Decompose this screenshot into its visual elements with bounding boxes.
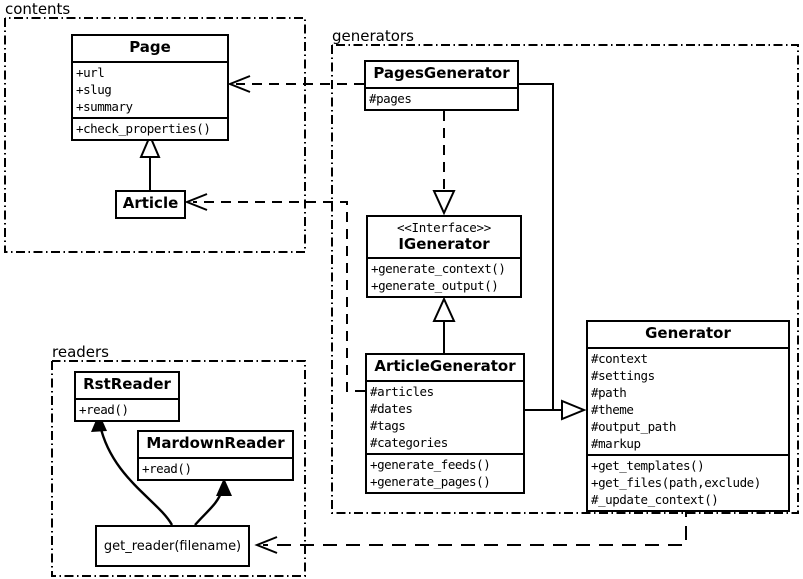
package-frame-generators — [331, 44, 799, 514]
operation: +check_properties() — [76, 120, 211, 136]
class-operations-page: +check_properties() — [73, 116, 227, 139]
relation-pagesgenerator-depends-page — [227, 75, 364, 93]
attribute: #theme — [591, 401, 634, 417]
attribute: +slug — [76, 81, 112, 97]
attribute: #dates — [370, 400, 413, 416]
operation: +get_files(path,exclude) — [591, 474, 761, 490]
class-name-article: Article — [122, 194, 179, 212]
class-box-generator[interactable]: Generator #context #settings #path #them… — [586, 320, 790, 512]
class-name-rstreader: RstReader — [83, 375, 171, 393]
class-box-pagesgenerator[interactable]: PagesGenerator #pages — [364, 60, 519, 111]
class-attributes-articlegenerator: #articles #dates #tags #categories — [367, 379, 523, 453]
class-box-page[interactable]: Page +url +slug +summary +check_properti… — [71, 34, 229, 141]
attribute: #tags — [370, 417, 406, 433]
class-attributes-generator: #context #settings #path #theme #output_… — [588, 346, 788, 454]
class-attributes-page: +url +slug +summary — [73, 60, 227, 117]
class-operations-igenerator: +generate_context() +generate_output() — [368, 257, 520, 296]
class-name-generator: Generator — [645, 324, 731, 342]
class-stereotype-igenerator: <<Interface>> — [397, 220, 491, 235]
operation: +generate_feeds() — [370, 456, 491, 472]
relation-articlegenerator-generalizes-igenerator — [432, 296, 456, 353]
class-name-igenerator: <<Interface>> IGenerator — [368, 217, 520, 257]
class-box-mardownreader[interactable]: MardownReader +read() — [137, 430, 294, 481]
relation-articlegenerator-depends-article — [184, 193, 365, 392]
class-operations-generator: +get_templates() +get_files(path,exclude… — [588, 453, 788, 510]
class-operations-rstreader: +read() — [76, 397, 178, 420]
operation: +read() — [142, 460, 192, 476]
package-frame-readers — [51, 360, 306, 577]
attribute: #output_path — [591, 418, 676, 434]
operation: #_update_context() — [591, 491, 719, 507]
relation-pagesgenerator-realizes-igenerator — [432, 111, 456, 216]
package-frame-contents — [4, 17, 306, 253]
attribute: #categories — [370, 434, 448, 450]
operation: +generate_pages() — [370, 473, 491, 489]
class-box-rstreader[interactable]: RstReader +read() — [74, 371, 180, 422]
class-box-igenerator[interactable]: <<Interface>> IGenerator +generate_conte… — [366, 215, 522, 299]
attribute: #articles — [370, 383, 434, 399]
relation-pagesgenerator-to-generator — [519, 83, 587, 421]
package-label-generators: generators — [332, 27, 414, 45]
class-box-article[interactable]: Article — [115, 190, 186, 219]
relation-getreader-returns-mardownreader — [194, 478, 232, 526]
class-attributes-pagesgenerator: #pages — [366, 86, 517, 109]
attribute: #markup — [591, 435, 641, 451]
relation-article-generalizes-page — [139, 133, 161, 190]
class-name-pagesgenerator: PagesGenerator — [373, 64, 510, 82]
class-box-articlegenerator[interactable]: ArticleGenerator #articles #dates #tags … — [365, 353, 525, 494]
relation-generator-depends-getreader — [254, 503, 687, 554]
class-name-mardownreader: MardownReader — [146, 434, 285, 452]
attribute: #path — [591, 384, 627, 400]
attribute: #pages — [369, 90, 412, 106]
class-name-text-igenerator: IGenerator — [398, 234, 490, 253]
attribute: +summary — [76, 98, 133, 114]
class-operations-articlegenerator: +generate_feeds() +generate_pages() — [367, 452, 523, 492]
class-operations-mardownreader: +read() — [139, 456, 292, 479]
class-name-page: Page — [129, 38, 171, 56]
package-label-readers: readers — [52, 343, 109, 361]
operation: +read() — [79, 401, 129, 417]
attribute: #settings — [591, 367, 655, 383]
class-name-articlegenerator: ArticleGenerator — [374, 357, 516, 375]
package-label-contents: contents — [5, 0, 71, 18]
function-label-get-reader: get_reader(filename) — [103, 538, 242, 554]
operation: +get_templates() — [591, 457, 705, 473]
relation-getreader-returns-rstreader — [91, 413, 174, 526]
attribute: #context — [591, 350, 648, 366]
operation: +generate_context() — [371, 261, 506, 277]
function-box-get-reader[interactable]: get_reader(filename) — [95, 525, 250, 567]
attribute: +url — [76, 64, 105, 80]
operation: +generate_output() — [371, 278, 499, 294]
